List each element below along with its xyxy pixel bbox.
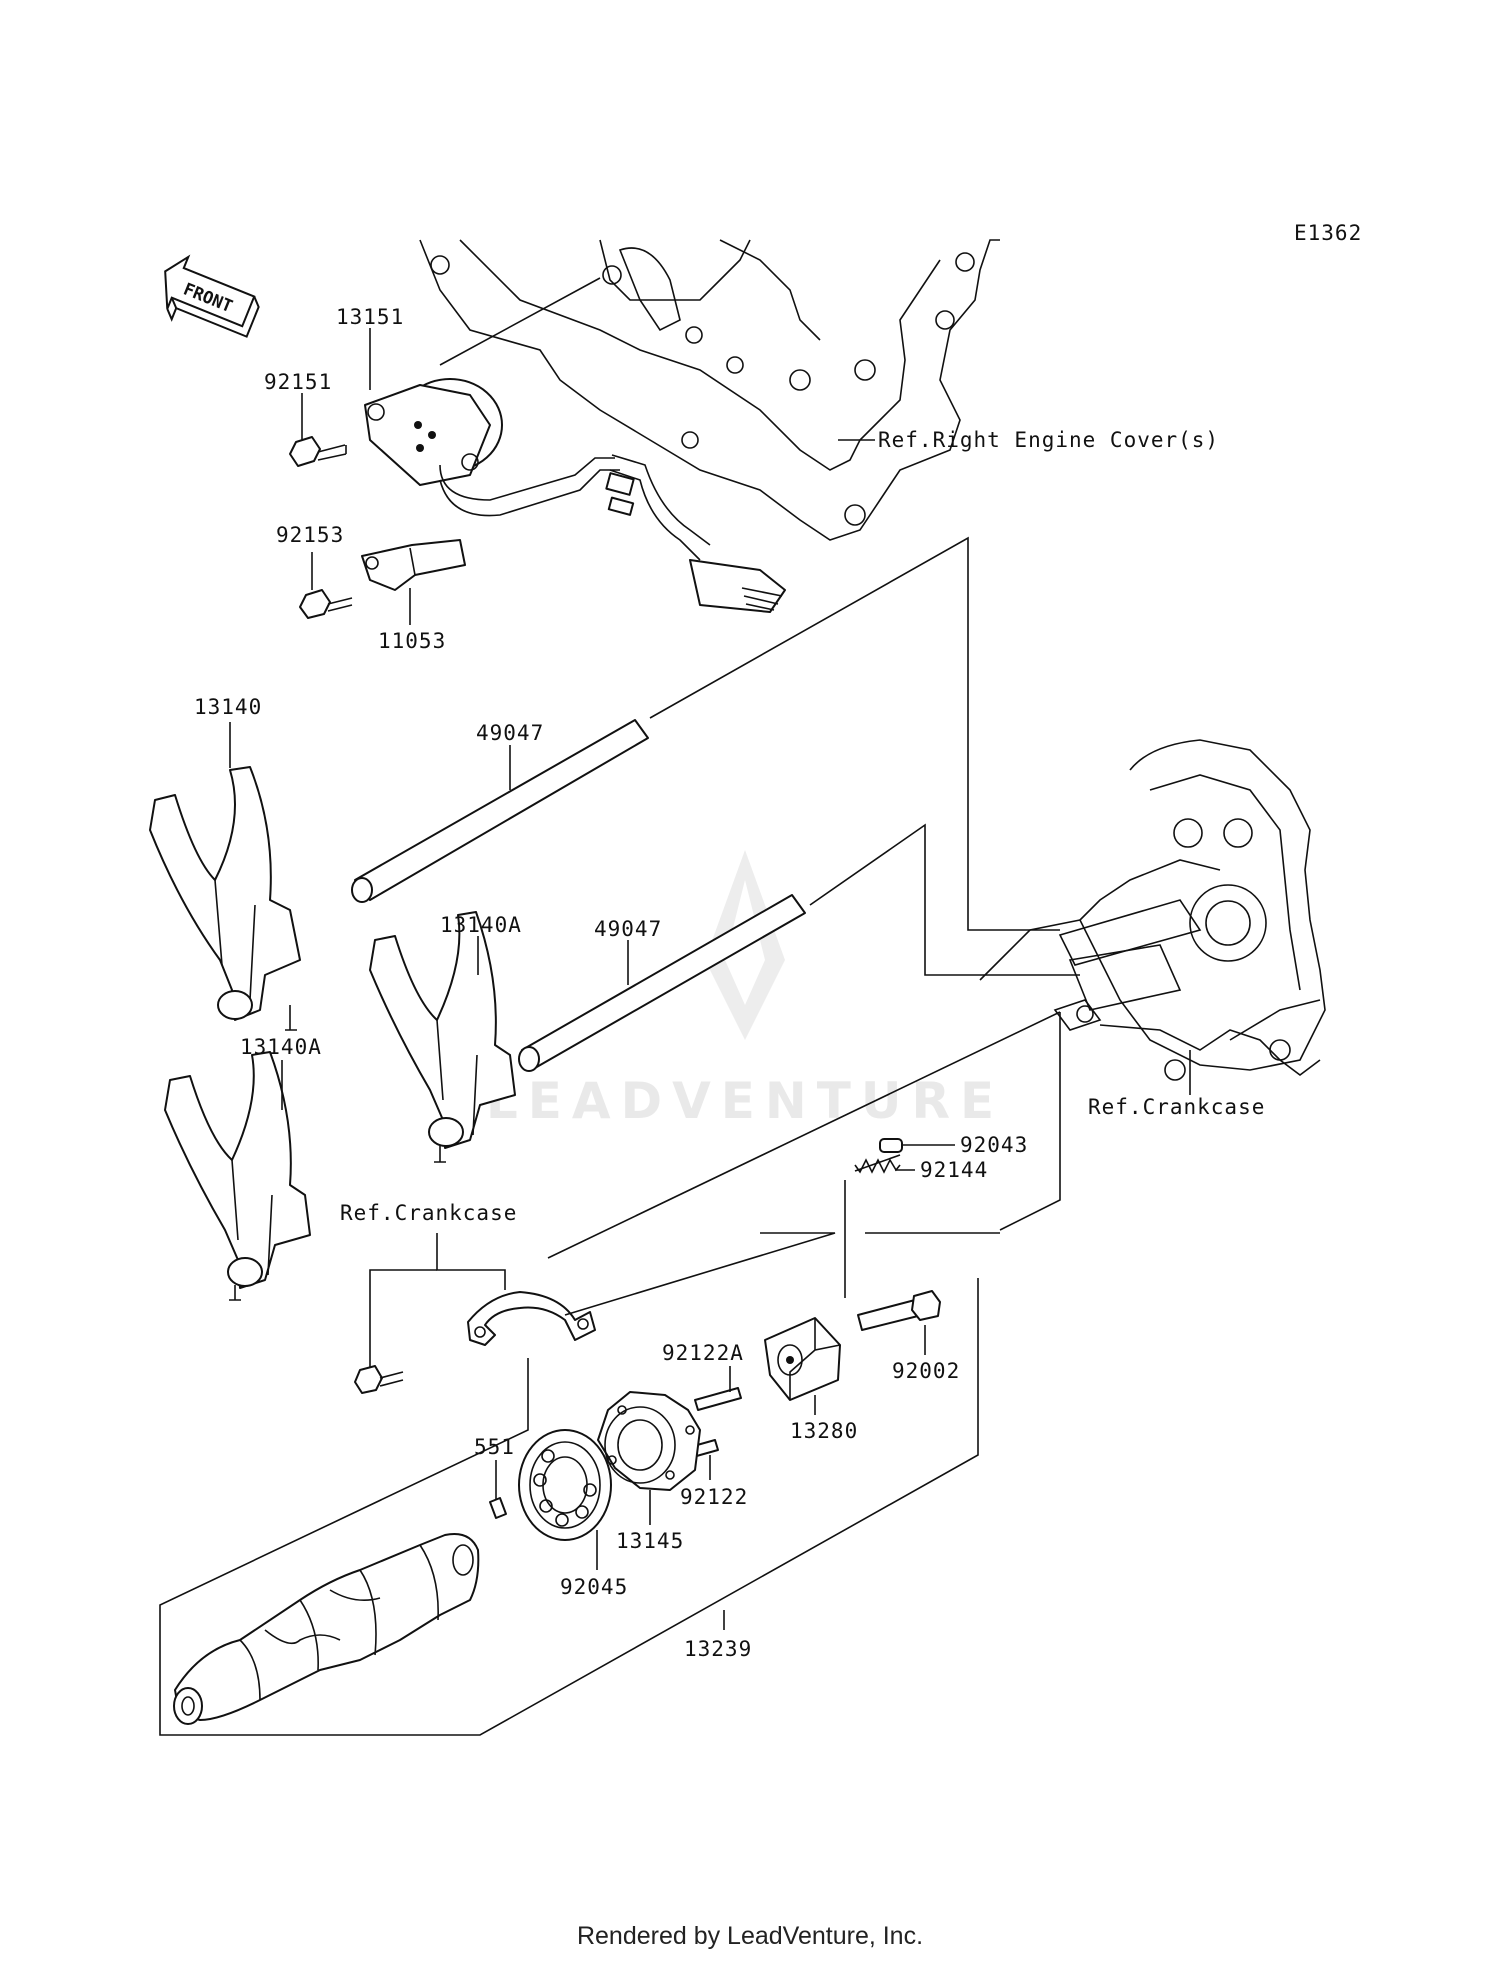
part-label-13145: 13145 [616,1529,684,1553]
bracket-11053 [361,539,466,591]
leader-lines [159,277,1191,1736]
reference-labels: Ref.Right Engine Cover(s) Ref.Crankcase … [340,428,1265,1225]
ref-crankcase-right: Ref.Crankcase [1088,1095,1265,1119]
footer-credit: Rendered by LeadVenture, Inc. [576,1922,924,1950]
part-label-13239: 13239 [684,1637,752,1661]
drum-13145 [597,1391,701,1491]
ref-right-engine-cover: Ref.Right Engine Cover(s) [878,428,1219,452]
part-label-92002: 92002 [892,1359,960,1383]
stopper-13280 [764,1317,841,1401]
engine-cover-outline [419,239,1000,541]
bearing-92045 [518,1429,612,1541]
crankcase-outline [979,739,1326,1081]
part-label-49047-upper: 49047 [476,721,544,745]
pin-92043 [879,1138,903,1153]
part-label-92043: 92043 [960,1133,1028,1157]
part-label-11053: 11053 [378,629,446,653]
bolt-92153 [299,589,353,619]
shift-fork-13140 [149,766,301,1031]
watermark: LEADVENTURE [486,850,1004,1130]
rod-49047-lower [518,894,806,1072]
part-label-92151: 92151 [264,370,332,394]
crankcase-bracket [354,1291,596,1394]
ref-crankcase-lower: Ref.Crankcase [340,1201,517,1225]
pin-92122A [694,1387,742,1411]
shift-fork-13140A-left [164,1051,311,1301]
rod-49047-upper [351,719,649,903]
front-arrow-icon: FRONT [164,254,260,338]
part-label-13151: 13151 [336,305,404,329]
part-labels: 13151 92151 92153 11053 13140 13140A 131… [194,305,1028,1661]
shift-drum-13239 [173,1533,480,1725]
part-label-13140A-right: 13140A [440,913,522,937]
part-label-92122: 92122 [680,1485,748,1509]
pin-551 [489,1497,507,1519]
diagram-code: E1362 [1294,221,1362,245]
part-label-13280: 13280 [790,1419,858,1443]
bolt-92002 [857,1290,941,1331]
bolt-92151 [289,436,347,467]
gear-position-sensor [364,378,786,613]
watermark-text: LEADVENTURE [486,1072,1004,1130]
part-label-13140: 13140 [194,695,262,719]
part-label-92045: 92045 [560,1575,628,1599]
part-label-92122A: 92122A [662,1341,744,1365]
part-label-13140A-left: 13140A [240,1035,322,1059]
spring-92144 [854,1154,901,1174]
part-label-49047-lower: 49047 [594,917,662,941]
part-label-92144: 92144 [920,1158,988,1182]
part-label-551: 551 [474,1435,515,1459]
part-label-92153: 92153 [276,523,344,547]
